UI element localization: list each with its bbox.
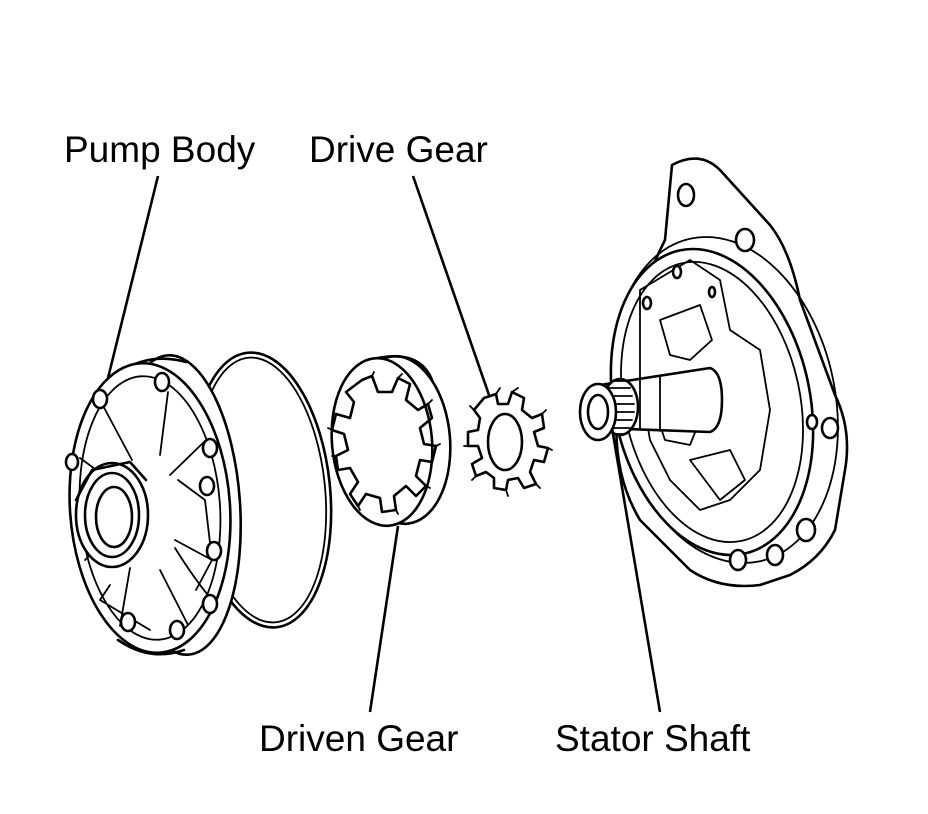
- leader-pump-body: [106, 175, 160, 379]
- leader-stator-shaft: [610, 427, 662, 713]
- leader-drive-gear: [411, 175, 491, 396]
- pump-body: [64, 354, 243, 656]
- leader-lines: [106, 175, 662, 713]
- pump-body-bolt-bosses: [64, 371, 223, 641]
- leader-driven-gear: [368, 525, 400, 713]
- cover-bolt-holes: [641, 182, 840, 572]
- drive-gear: [463, 387, 553, 497]
- stator-shaft-assembly: [578, 157, 849, 588]
- driven-gear: [327, 354, 452, 528]
- driven-gear-label: Driven Gear: [259, 718, 459, 759]
- drive-gear-label: Drive Gear: [309, 129, 488, 170]
- stator-shaft-label: Stator Shaft: [555, 718, 751, 759]
- pump-body-label: Pump Body: [64, 129, 256, 170]
